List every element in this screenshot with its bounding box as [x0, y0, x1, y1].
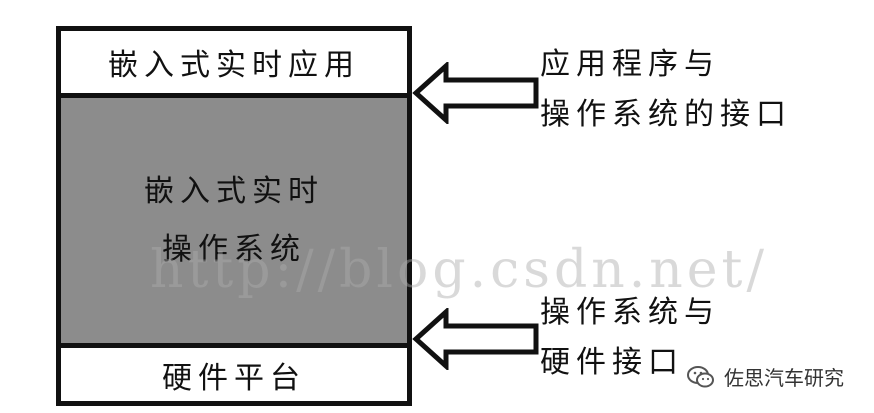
application-layer: 嵌入式实时应用 — [61, 31, 407, 98]
os-layer-label-line-2: 操作系统 — [162, 231, 306, 267]
upper-interface-label: 应用程序与 操作系统的接口 — [540, 40, 792, 140]
lower-interface-label-line-2: 硬件接口 — [540, 345, 684, 380]
upper-interface-label-line-2: 操作系统的接口 — [540, 97, 792, 132]
upper-interface-label-line-1: 应用程序与 — [540, 47, 720, 82]
brand-watermark: 佐思汽车研究 — [686, 362, 844, 391]
system-stack-diagram: 嵌入式实时应用 嵌入式实时 操作系统 硬件平台 — [56, 26, 412, 406]
os-layer: 嵌入式实时 操作系统 — [61, 98, 407, 348]
lower-interface-label-line-1: 操作系统与 — [540, 295, 720, 330]
lower-interface-arrow — [412, 308, 539, 370]
hardware-layer: 硬件平台 — [61, 348, 407, 401]
brand-name: 佐思汽车研究 — [724, 366, 844, 390]
lower-interface-label: 操作系统与 硬件接口 — [540, 288, 720, 388]
os-layer-label-line-1: 嵌入式实时 — [144, 173, 324, 209]
watermark-url: http://blog.csdn.net/ — [150, 240, 768, 300]
hardware-layer-label: 硬件平台 — [162, 360, 306, 396]
upper-interface-arrow — [412, 62, 539, 124]
wechat-icon — [687, 365, 714, 387]
application-layer-label: 嵌入式实时应用 — [108, 48, 360, 83]
